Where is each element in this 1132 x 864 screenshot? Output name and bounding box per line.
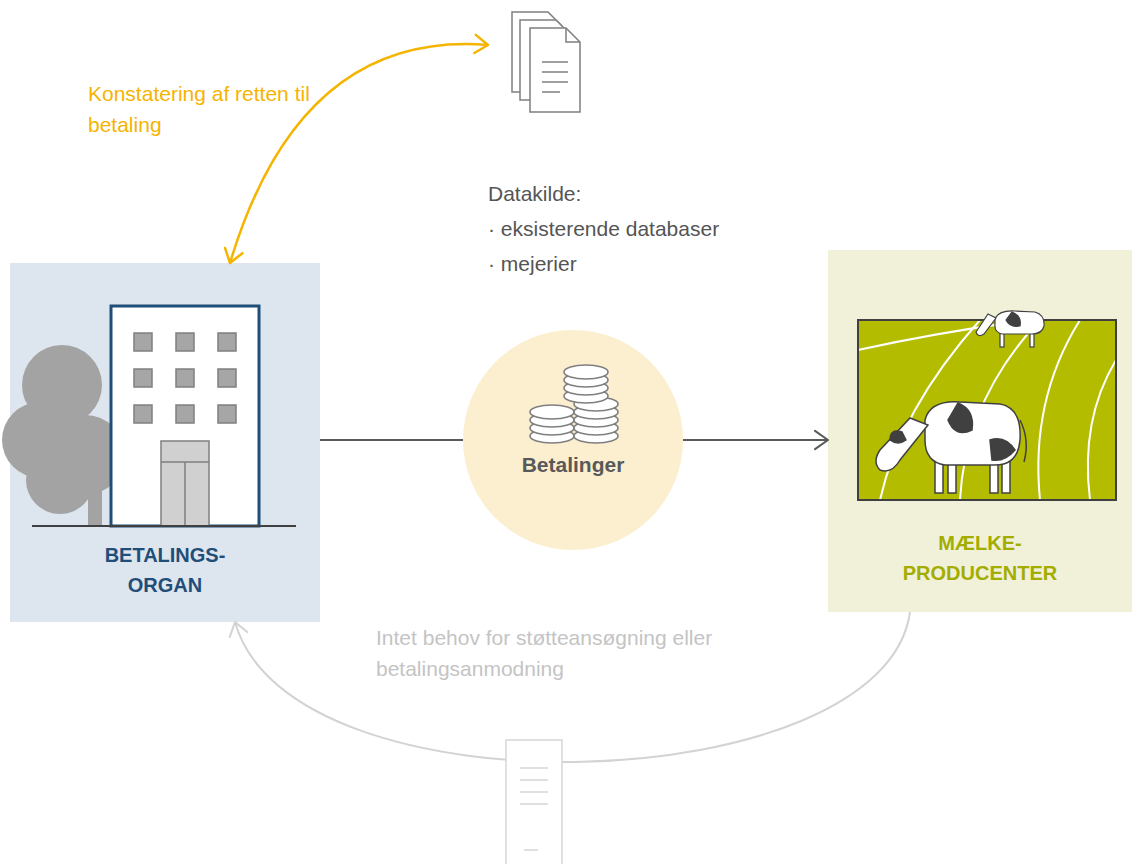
document-icon <box>512 12 580 112</box>
panel-ground <box>10 263 320 622</box>
arrowhead <box>230 622 248 637</box>
arrowhead <box>815 431 828 449</box>
source-heading: Datakilde: <box>488 176 581 211</box>
panel-ground <box>828 250 1132 612</box>
source-item: · mejerier <box>488 246 577 281</box>
flow-line <box>320 440 463 441</box>
connector-line <box>235 612 910 762</box>
double-arrow <box>225 35 488 263</box>
coins-icon <box>530 365 618 443</box>
connector-line <box>230 44 488 263</box>
field-illustration <box>858 320 1116 500</box>
flow-arrow <box>683 431 828 449</box>
data-source-node: Datakilde:· eksisterende databaser· meje… <box>488 0 818 300</box>
box-title: BETALINGS- ORGAN <box>85 540 245 600</box>
cow-figure <box>876 402 1026 493</box>
edge-label: Intet behov for støtteansøgning eller be… <box>376 622 816 684</box>
producer-box: MÆLKE- PRODUCENTER <box>828 250 1132 612</box>
document-icon-faint <box>506 740 562 864</box>
building-icon <box>32 306 296 526</box>
circle-ground <box>463 330 683 550</box>
payment-circle: Betalinger <box>463 330 683 550</box>
organisation-box: BETALINGS- ORGAN <box>10 263 320 622</box>
box-title: MÆLKE- PRODUCENTER <box>893 528 1068 588</box>
connector-line <box>683 439 828 441</box>
return-arrow <box>230 612 910 762</box>
tree-icon <box>2 345 125 526</box>
connector-line <box>320 439 463 441</box>
circle-label: Betalinger <box>522 450 625 480</box>
source-item: · eksisterende databaser <box>488 211 719 246</box>
arrowhead <box>225 248 242 263</box>
edge-label: Konstatering af retten til betaling <box>88 78 328 140</box>
arrowhead <box>474 35 488 53</box>
cow-figure <box>976 311 1044 347</box>
